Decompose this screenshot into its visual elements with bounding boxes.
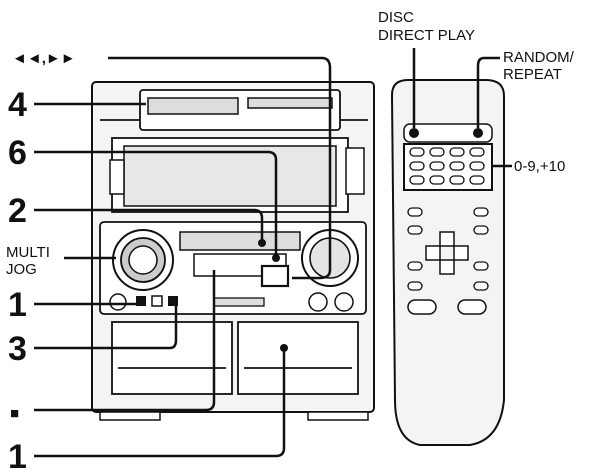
front-knob-right	[334, 292, 354, 312]
leader-2	[34, 208, 264, 240]
remote-oval-left	[407, 299, 437, 315]
button-6-dot	[272, 254, 280, 262]
button-2-dot	[258, 239, 266, 247]
foot-right	[307, 411, 369, 421]
label-6: 6	[8, 134, 27, 172]
label-multi: MULTI	[6, 244, 50, 261]
display-panel	[179, 231, 301, 251]
label-2: 2	[8, 192, 27, 230]
leader-3	[34, 306, 178, 350]
remote-oval-right	[457, 299, 487, 315]
label-1-bottom: 1	[8, 438, 27, 473]
cassette-deck-1	[111, 321, 233, 395]
label-3: 3	[8, 330, 27, 368]
disc-tray-glass	[123, 145, 337, 207]
label-repeat: REPEAT	[503, 66, 562, 83]
top-button-strip-1	[147, 97, 239, 115]
label-number-keys: 0-9,+10	[514, 158, 565, 175]
leader-6	[34, 150, 278, 254]
skip-leader	[108, 56, 332, 280]
phones-jack	[109, 293, 127, 311]
front-slot	[213, 297, 265, 307]
label-jog: JOG	[6, 261, 37, 278]
cassette-deck-2	[237, 321, 359, 395]
leader-lines	[34, 48, 512, 458]
label-random: RANDOM/	[503, 49, 575, 66]
front-knob-left	[308, 292, 328, 312]
label-direct-play: DIRECT PLAY	[378, 27, 475, 44]
label-disc: DISC	[378, 9, 414, 26]
label-1-top: 1	[8, 286, 27, 324]
leader-random-repeat	[476, 56, 500, 128]
remote-dpad	[425, 231, 469, 275]
multi-jog-dial-center	[128, 245, 158, 275]
right-handle	[345, 147, 365, 195]
remote-top-row	[403, 123, 493, 143]
power-button	[136, 296, 146, 306]
remote-side-buttons	[407, 207, 489, 291]
eq-button	[168, 296, 178, 306]
foot-left	[99, 411, 161, 421]
stereo-unit	[91, 81, 375, 421]
left-handle	[109, 159, 125, 195]
disc-direct-play-button	[409, 128, 419, 138]
keypad-keys	[409, 147, 485, 185]
label-stop: ■	[10, 405, 19, 422]
label-skip: ◄◄,►►	[12, 50, 76, 67]
deck-2-eject-dot	[280, 344, 288, 352]
small-button	[151, 295, 163, 307]
remote-control	[390, 79, 505, 446]
random-repeat-button	[473, 128, 483, 138]
top-button-strip-2	[247, 97, 333, 109]
skip-buttons	[260, 264, 290, 288]
leader-1-bottom	[34, 352, 286, 458]
label-4: 4	[8, 86, 27, 124]
leader-stop	[34, 270, 216, 412]
